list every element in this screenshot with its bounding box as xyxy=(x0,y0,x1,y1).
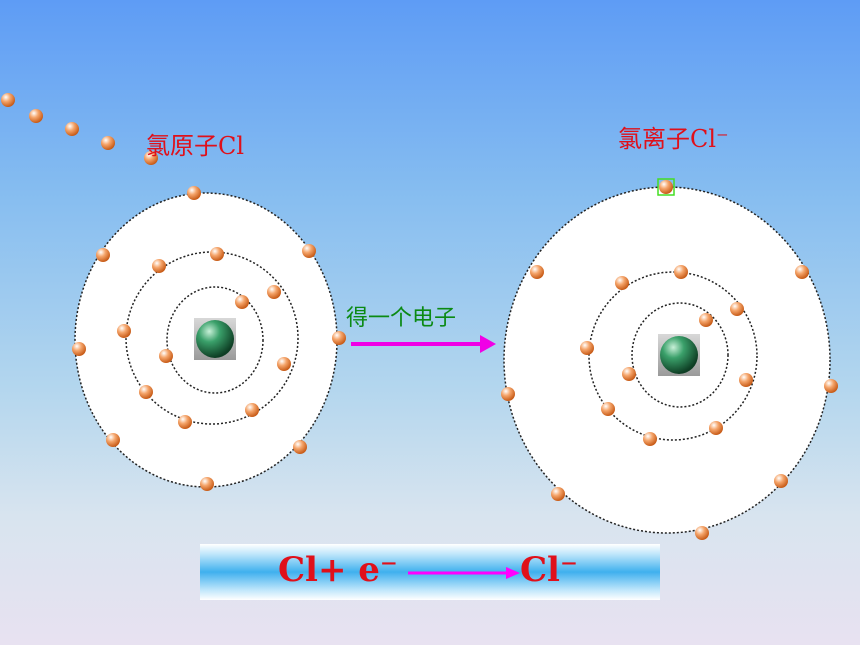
ion-electron xyxy=(674,265,688,279)
chlorine-atom-label: 氯原子Cl xyxy=(146,132,245,160)
atom-electron xyxy=(187,186,201,200)
ion-middle-shell xyxy=(588,271,758,441)
ion-electron xyxy=(659,180,673,194)
ion-electron xyxy=(774,474,788,488)
equation-product: Cl⁻ xyxy=(520,550,578,590)
atom-electron xyxy=(139,385,153,399)
chloride-ion xyxy=(503,178,831,534)
atom-electron xyxy=(72,342,86,356)
ion-electron xyxy=(699,313,713,327)
ion-electron xyxy=(739,373,753,387)
atom-electron xyxy=(200,477,214,491)
ion-electron xyxy=(580,341,594,355)
ion-electron xyxy=(824,379,838,393)
ion-electron xyxy=(551,487,565,501)
equation-reactant: Cl+ e⁻ xyxy=(278,550,398,590)
ion-electron xyxy=(643,432,657,446)
atom-electron xyxy=(159,349,173,363)
atom-electron xyxy=(210,247,224,261)
ion-electron xyxy=(501,387,515,401)
incoming-electron xyxy=(29,109,43,123)
ion-electron xyxy=(709,421,723,435)
atom-electron xyxy=(302,244,316,258)
atom-inner-shell xyxy=(166,286,264,394)
incoming-electron xyxy=(1,93,15,107)
ion-electron xyxy=(622,367,636,381)
atom-electron xyxy=(332,331,346,345)
ion-gained-electron-marker xyxy=(657,178,675,196)
chloride-ion-label: 氯离子Cl⁻ xyxy=(618,125,729,153)
atom-nucleus xyxy=(196,320,234,358)
atom-electron xyxy=(293,440,307,454)
reaction-arrow xyxy=(351,335,496,353)
equation-box: Cl+ e⁻ Cl⁻ xyxy=(200,544,660,600)
ion-electron xyxy=(795,265,809,279)
atom-electron xyxy=(152,259,166,273)
atom-electron xyxy=(245,403,259,417)
electrons xyxy=(1,93,838,540)
ion-inner-shell xyxy=(631,302,729,408)
equation-arrow xyxy=(408,567,520,579)
gain-one-electron-label: 得一个电子 xyxy=(346,306,457,331)
incoming-electron xyxy=(65,122,79,136)
atom-electron xyxy=(117,324,131,338)
incoming-electron xyxy=(101,136,115,150)
atom-electron xyxy=(96,248,110,262)
atom-electron xyxy=(277,357,291,371)
ion-electron xyxy=(730,302,744,316)
incoming-electron xyxy=(144,151,158,165)
ion-nucleus xyxy=(660,336,698,374)
atom-electron xyxy=(235,295,249,309)
atom-electron xyxy=(106,433,120,447)
ion-electron xyxy=(530,265,544,279)
ion-electron xyxy=(601,402,615,416)
ion-electron xyxy=(615,276,629,290)
atom-electron xyxy=(178,415,192,429)
ion-electron xyxy=(695,526,709,540)
atom-electron xyxy=(267,285,281,299)
